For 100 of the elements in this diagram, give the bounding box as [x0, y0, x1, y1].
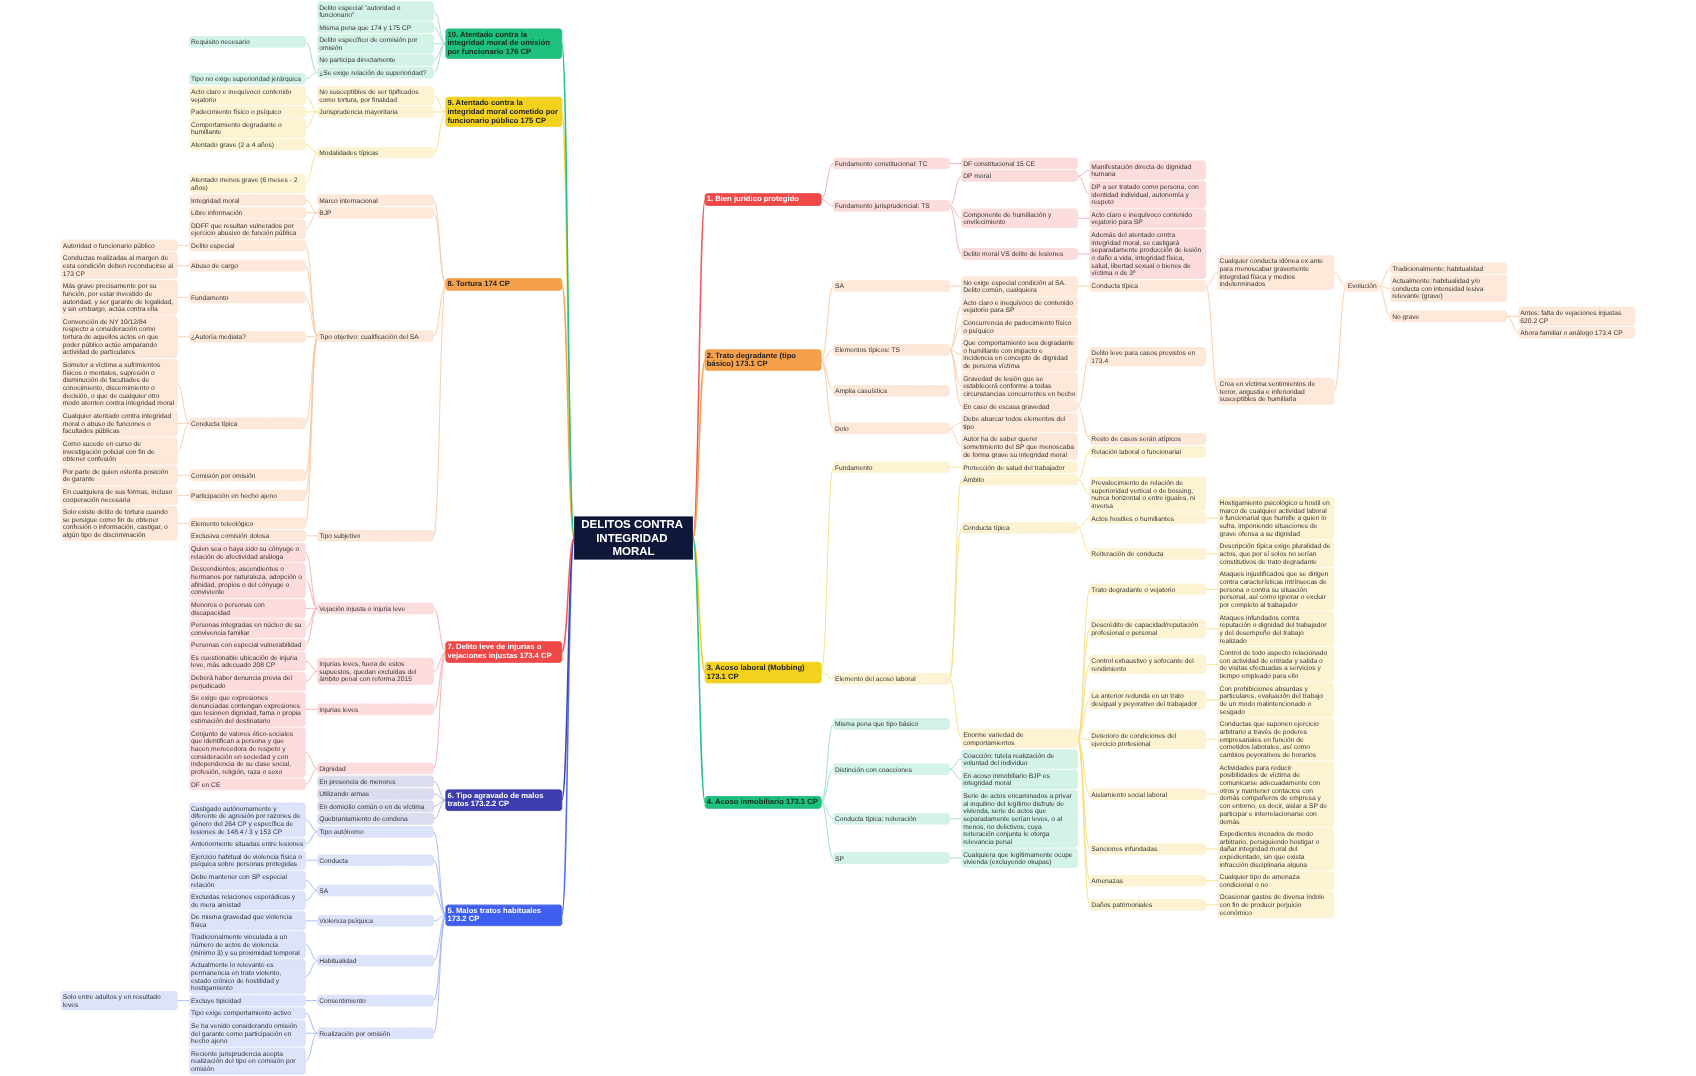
connector [433, 43, 447, 45]
connector [1077, 699, 1091, 739]
connector [304, 944, 319, 962]
connector [433, 890, 447, 916]
connector [560, 283, 575, 539]
connector [1077, 285, 1091, 287]
connector [948, 349, 963, 407]
connector [1377, 267, 1392, 287]
connector [176, 422, 190, 424]
connector [304, 608, 319, 630]
connector [433, 651, 447, 769]
connector [1077, 527, 1091, 555]
connector [176, 336, 190, 338]
connector [1333, 272, 1347, 287]
connector [304, 608, 319, 609]
connector [1205, 904, 1219, 906]
connector [304, 960, 319, 977]
connector [948, 285, 963, 287]
connector [433, 111, 447, 154]
connector [304, 580, 319, 609]
connector [820, 801, 834, 820]
connector [433, 831, 447, 916]
connector [433, 95, 447, 113]
connector [304, 335, 319, 338]
connector [176, 265, 190, 267]
connector [1205, 880, 1219, 882]
connector [1077, 738, 1091, 740]
connector [433, 283, 447, 537]
connector [820, 163, 834, 200]
connector [304, 670, 319, 682]
connector [820, 466, 834, 673]
connector [1205, 663, 1219, 665]
connector [176, 383, 190, 424]
connector [948, 857, 963, 859]
connector [304, 879, 319, 891]
connector [304, 296, 319, 337]
connector [304, 144, 319, 154]
connector [948, 427, 963, 448]
connector [820, 672, 834, 680]
connector [1077, 479, 1091, 495]
connector [948, 349, 963, 387]
connector [433, 651, 447, 672]
connector [433, 43, 447, 73]
connector [820, 199, 834, 207]
connector [304, 245, 319, 337]
connector [176, 245, 190, 246]
connector [304, 1000, 319, 1001]
connector [304, 1032, 319, 1034]
connector [304, 212, 319, 230]
connector [1205, 793, 1219, 795]
connector [304, 111, 319, 129]
connector [948, 205, 963, 255]
connector [1077, 451, 1091, 481]
connector [820, 349, 834, 361]
connector [1205, 272, 1219, 287]
connector [433, 914, 447, 1034]
connector [1333, 285, 1347, 392]
connector [433, 859, 447, 916]
connector [433, 608, 447, 653]
connector [304, 859, 319, 861]
connector [948, 678, 963, 739]
connector [948, 758, 963, 770]
connector [304, 819, 319, 833]
connector [948, 527, 963, 680]
connector [1205, 738, 1219, 740]
connector [433, 651, 447, 710]
connector [692, 537, 707, 804]
connector [304, 708, 319, 710]
connector [820, 768, 834, 803]
connector [304, 608, 319, 646]
connector [433, 10, 447, 45]
connector [560, 537, 575, 653]
connector [433, 799, 447, 820]
connector [433, 914, 447, 962]
connector [820, 359, 834, 429]
connector [1077, 405, 1091, 440]
connector [692, 537, 707, 674]
connector [176, 296, 190, 298]
connector [433, 43, 447, 61]
connector [433, 914, 447, 922]
connector [1205, 517, 1219, 519]
connector [1077, 217, 1091, 219]
connector [948, 768, 963, 780]
connector [560, 537, 575, 801]
connector [433, 199, 447, 285]
connector [1377, 285, 1392, 317]
connector [304, 1012, 319, 1034]
connector [433, 283, 447, 337]
connector [304, 212, 319, 214]
connector [304, 265, 319, 337]
connector [176, 1000, 190, 1001]
connector [1077, 169, 1091, 177]
connector [1077, 738, 1091, 795]
connector [948, 466, 963, 468]
connector [820, 359, 834, 392]
connector [304, 111, 319, 113]
connector [1077, 628, 1091, 739]
connector [433, 111, 447, 113]
connector [304, 41, 319, 73]
connector [948, 305, 963, 351]
